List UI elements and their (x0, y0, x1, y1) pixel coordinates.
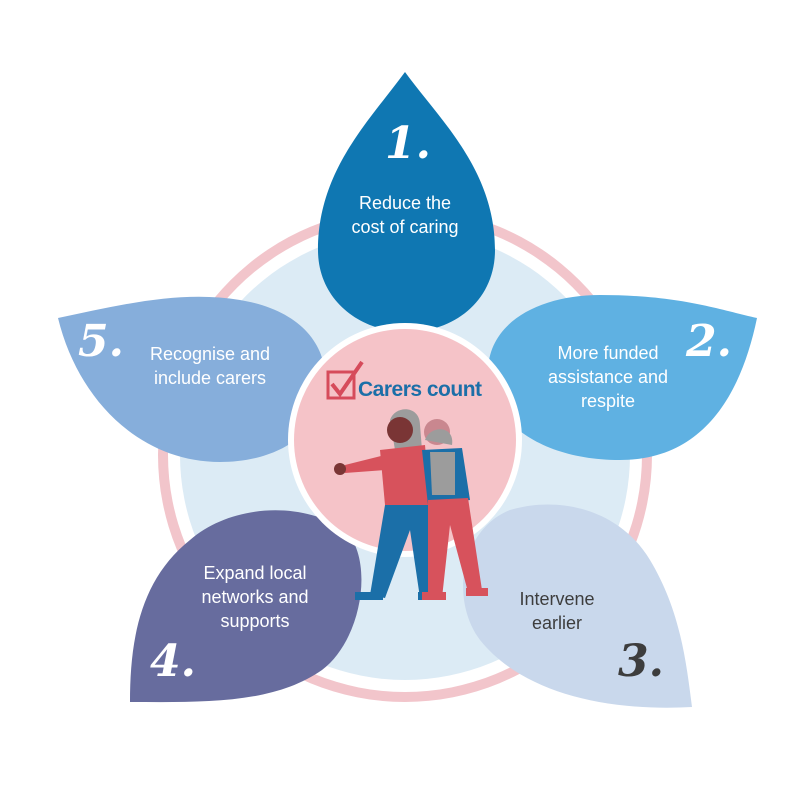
petal-1-text: Reduce the cost of caring (351, 193, 459, 237)
petal-1 (318, 72, 495, 332)
petal-2-number: 2. (686, 316, 732, 367)
petal-3-text: Intervene earlier (519, 589, 595, 633)
petal-2 (488, 295, 757, 460)
petal-5-text: Recognise and include carers (149, 344, 271, 388)
petal-5 (58, 296, 326, 462)
carers-illustration (334, 409, 488, 600)
logo-text: Carers count (358, 378, 482, 401)
petal-4 (130, 510, 362, 703)
petal-2-text: More funded assistance and respite (547, 343, 669, 411)
petal-3-number: 3. (618, 636, 664, 687)
petal-3 (463, 504, 692, 708)
petal-4-number: 4. (150, 636, 196, 687)
petal-1-number: 1. (385, 118, 431, 169)
logo-checkbox-icon (326, 360, 364, 400)
petal-5-number: 5. (78, 316, 124, 367)
petal-4-text: Expand local networks and supports (201, 563, 309, 631)
